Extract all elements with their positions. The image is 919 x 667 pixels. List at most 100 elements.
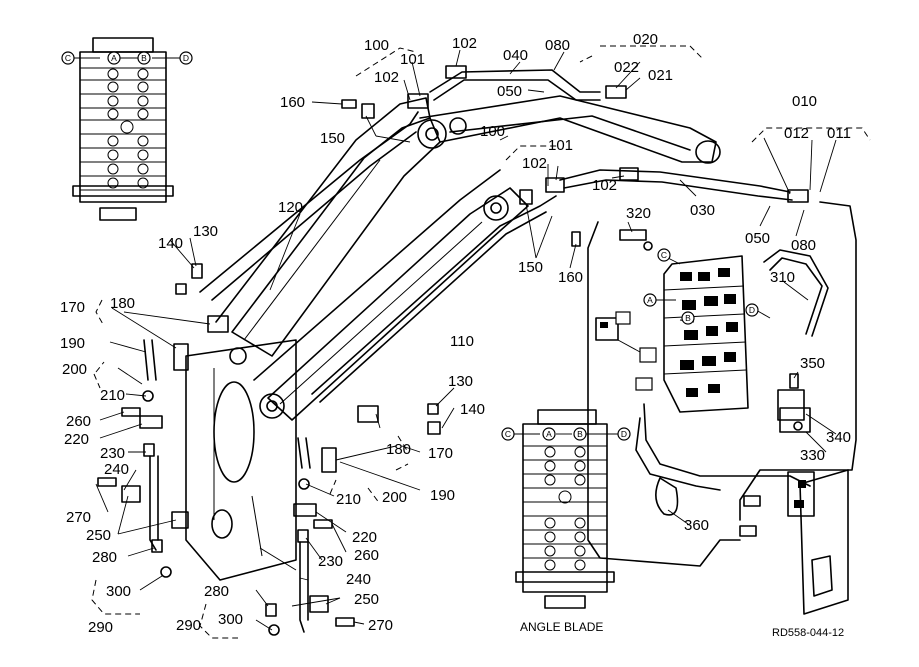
bracket-340 <box>777 389 805 421</box>
callout-140-left: 140 <box>158 235 183 252</box>
callout-340: 340 <box>826 429 851 446</box>
blade-port-circle-a <box>542 427 556 441</box>
block-220-left <box>139 415 163 429</box>
pipe-240-right <box>299 541 309 633</box>
callout-280-left: 280 <box>92 549 117 566</box>
cap-300-right <box>268 624 280 636</box>
angle-blade-caption: ANGLE BLADE <box>520 620 603 634</box>
callout-170-left: 170 <box>60 299 85 316</box>
callout-310: 310 <box>770 269 795 286</box>
valve-cap <box>92 37 154 53</box>
callout-101-top: 101 <box>400 51 425 68</box>
valve-schematic-angle-blade: C A B D ANGLE BLADE <box>501 409 631 634</box>
bracket-plate <box>777 373 849 615</box>
callout-012: 012 <box>784 125 809 142</box>
callout-160-mid: 160 <box>558 269 583 286</box>
fitting-102-mid <box>619 167 639 181</box>
bolt-350 <box>789 373 799 389</box>
blade-valve-foot <box>544 595 586 609</box>
valve-body <box>79 51 167 203</box>
hose-190-right <box>297 437 311 469</box>
fitting-280-right <box>265 603 277 617</box>
port-circle-d <box>179 51 193 65</box>
clamp-250-left-b <box>171 511 189 529</box>
port-label-a: A <box>111 53 117 63</box>
callout-300-right: 300 <box>218 611 243 628</box>
bracket-330 <box>779 407 811 433</box>
callout-010: 010 <box>792 93 817 110</box>
callout-270-right: 270 <box>368 617 393 634</box>
fitting-101-top <box>407 93 429 109</box>
hose-end-180-right <box>321 447 337 473</box>
callout-260-right: 260 <box>354 547 379 564</box>
callout-020: 020 <box>633 31 658 48</box>
callout-050-right: 050 <box>745 230 770 247</box>
valve-port-a <box>643 293 657 307</box>
valve-port-b <box>681 311 695 325</box>
blade-port-label-d: D <box>621 429 627 439</box>
callout-190-right: 190 <box>430 487 455 504</box>
bolt-130-right <box>427 403 439 415</box>
callout-250-left: 250 <box>86 527 111 544</box>
callout-160-top: 160 <box>280 94 305 111</box>
callout-080-right: 080 <box>791 237 816 254</box>
callout-170-right: 170 <box>428 445 453 462</box>
block-220-right <box>293 503 317 517</box>
port-fitting-a <box>615 311 631 325</box>
callout-330: 330 <box>800 447 825 464</box>
callout-180-left: 180 <box>110 295 135 312</box>
leader-lines <box>95 49 837 631</box>
fitting-230-right <box>297 529 309 543</box>
clamp-150-top <box>361 103 375 119</box>
callout-240-right: 240 <box>346 571 371 588</box>
blade-port-label-b: B <box>577 429 583 439</box>
bolt-270-left <box>97 477 117 487</box>
callout-102-mid: 102 <box>522 155 547 172</box>
valve-side-block <box>595 317 619 341</box>
valve-base <box>72 185 174 197</box>
bolt-160-mid <box>571 231 581 247</box>
nut-140-right <box>427 421 441 435</box>
pipe-240-left <box>149 455 159 551</box>
blade-port-label-a: A <box>546 429 552 439</box>
pipe-030 <box>559 169 793 201</box>
callout-022: 022 <box>614 59 639 76</box>
bolt-260-left <box>121 407 141 417</box>
valve-port-d <box>745 303 759 317</box>
port-circle-a <box>107 51 121 65</box>
bolt-270-right <box>335 617 355 627</box>
fitting-320 <box>619 229 647 241</box>
cap-300-left <box>160 566 172 578</box>
fitting-230-left <box>143 443 155 457</box>
block-right <box>357 405 379 423</box>
callout-220-right: 220 <box>352 529 377 546</box>
valve-port-label-a: A <box>647 295 653 305</box>
port-fitting-lower <box>635 377 653 391</box>
arm-pivot-right <box>483 195 509 221</box>
callout-250-right: 250 <box>354 591 379 608</box>
clamp-250-right <box>309 595 329 613</box>
callout-200-right: 200 <box>382 489 407 506</box>
pipe-right-arm <box>311 195 557 403</box>
callout-102-top: 102 <box>452 35 477 52</box>
fittings <box>97 65 809 636</box>
callout-110: 110 <box>450 333 474 350</box>
valve-port-label-b: B <box>685 313 691 323</box>
blade-valve-base <box>515 571 615 583</box>
port-label-d: D <box>183 53 189 63</box>
callout-130-left: 130 <box>193 223 218 240</box>
callout-280-right: 280 <box>204 583 229 600</box>
callout-050-top: 050 <box>497 83 522 100</box>
port-fitting-down <box>639 347 657 363</box>
strap-360 <box>655 477 679 516</box>
blade-port-label-c: C <box>505 429 511 439</box>
callout-240-left: 240 <box>104 461 129 478</box>
valve-port-label-c: C <box>661 250 667 260</box>
blade-port-circle-d <box>617 427 631 441</box>
callout-230-right: 230 <box>318 553 343 570</box>
blade-valve-body <box>522 423 608 593</box>
drawing-reference: RD558-044-12 <box>772 627 844 639</box>
callout-080-top: 080 <box>545 37 570 54</box>
